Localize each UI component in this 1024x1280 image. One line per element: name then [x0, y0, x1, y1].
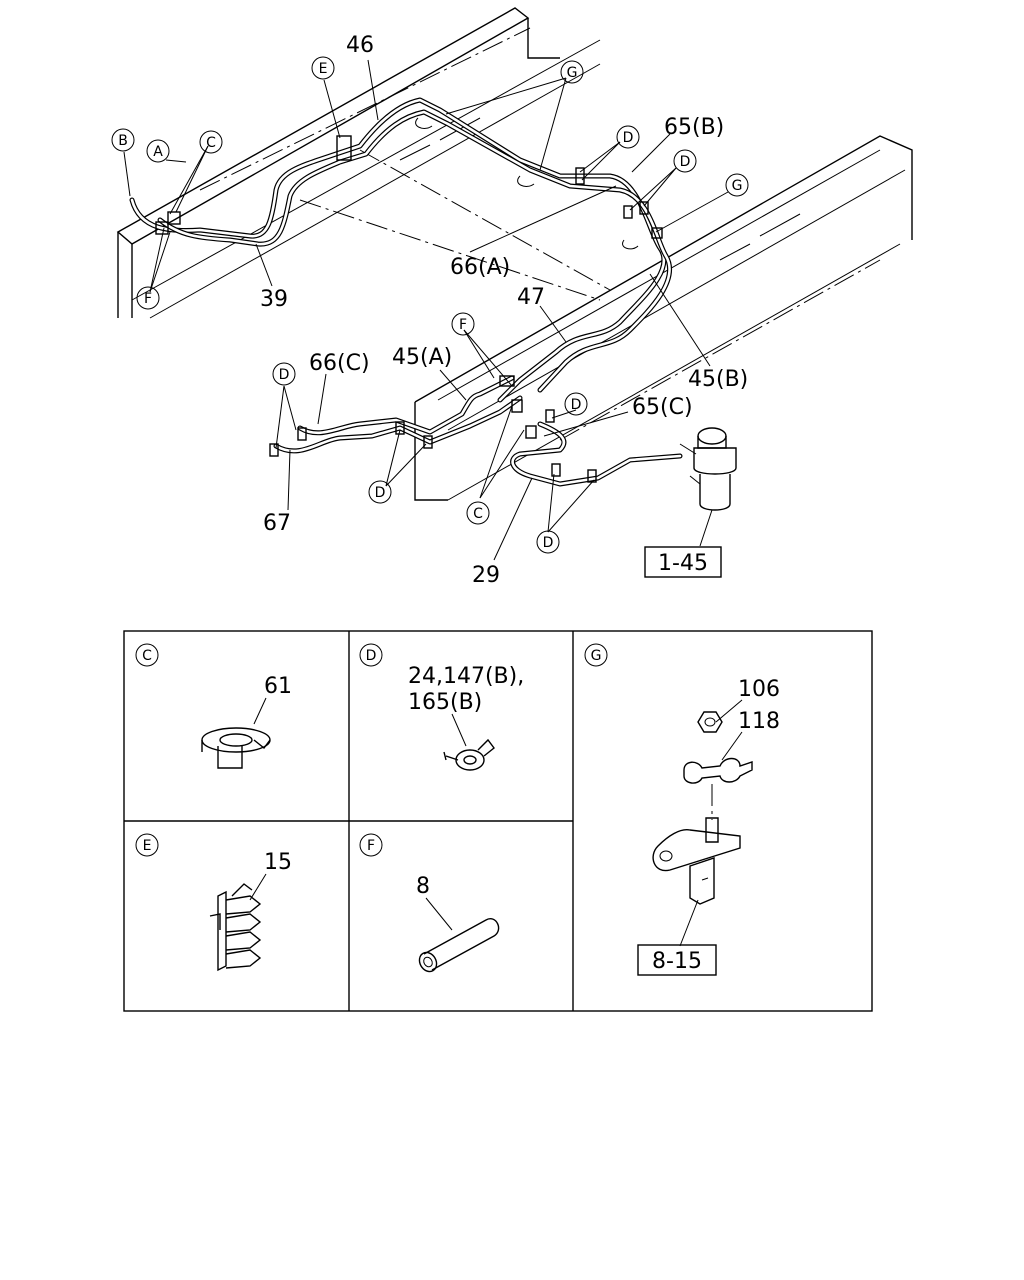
letter-d-marker: D: [272, 362, 296, 386]
detail-panel-d: D 24,147(B), 165(B): [359, 643, 524, 771]
callout-1-45: 1-45: [658, 551, 708, 576]
letter-b-marker: B: [111, 128, 135, 152]
part-106-label: 106: [738, 677, 780, 702]
detail-panel-f: F 8: [359, 833, 500, 973]
part-callouts: 46 65(B) 66(A) 39 47 66(C) 45(A) 45(B) 6…: [260, 33, 748, 588]
ref-box-1-45: [644, 546, 722, 578]
letter-c-marker: C: [466, 501, 490, 525]
detail-panels: C 61 D 24,147(B), 165(B): [123, 630, 873, 1012]
callout-67: 67: [263, 511, 291, 536]
clip-block-e: [336, 135, 352, 161]
brake-pipe-bundle: [129, 97, 683, 487]
svg-text:A: A: [153, 144, 163, 160]
svg-text:E: E: [319, 61, 328, 77]
panel-c-letter: C: [142, 648, 152, 664]
svg-text:D: D: [680, 154, 691, 170]
svg-text:C: C: [473, 506, 483, 522]
detail-panel-g: G 106 118 8-15: [584, 643, 780, 976]
part-8-label: 8: [416, 874, 430, 899]
leader-lines: [123, 59, 729, 561]
svg-text:B: B: [118, 133, 128, 149]
letter-c-marker: C: [199, 130, 223, 154]
callout-46: 46: [346, 33, 374, 58]
callout-66a: 66(A): [450, 255, 510, 280]
letter-d-marker: D: [673, 149, 697, 173]
callout-45a: 45(A): [392, 345, 452, 370]
part-118-label: 118: [738, 709, 780, 734]
main-assembly-view: B A C F E G D D G F D D D C D 46 65(B) 6…: [111, 7, 913, 588]
callout-39: 39: [260, 287, 288, 312]
letter-d-marker: D: [536, 530, 560, 554]
svg-text:G: G: [567, 65, 578, 81]
panel-g-letter: G: [591, 648, 602, 664]
multi-clip-15-drawing: [209, 883, 262, 972]
right-frame-rail: [414, 135, 913, 501]
letter-g-marker: G: [560, 60, 584, 84]
pipe-clips: [155, 117, 663, 483]
letter-f-marker: F: [136, 286, 160, 310]
callout-29: 29: [472, 563, 500, 588]
letter-markers: B A C F E G D D G F D D D C D: [111, 56, 749, 554]
clip-61-drawing: [201, 727, 271, 769]
letter-d-marker: D: [564, 392, 588, 416]
upper-frame-rail: [116, 7, 611, 319]
svg-text:D: D: [375, 485, 386, 501]
ref-box-8-15: [637, 944, 717, 976]
callout-65c: 65(C): [632, 395, 693, 420]
svg-text:D: D: [623, 130, 634, 146]
letter-a-marker: A: [146, 139, 170, 163]
letter-f-marker: F: [451, 312, 475, 336]
svg-text:D: D: [571, 397, 582, 413]
svg-text:F: F: [144, 291, 152, 307]
bracket-assembly-drawing: [652, 711, 753, 905]
callout-8-15: 8-15: [652, 949, 702, 974]
callout-66c: 66(C): [309, 351, 370, 376]
letter-g-marker: G: [725, 173, 749, 197]
part-15-label: 15: [264, 850, 292, 875]
svg-text:D: D: [279, 367, 290, 383]
callout-65b: 65(B): [664, 115, 724, 140]
hose-clamp-drawing: [443, 738, 495, 771]
letter-d-marker: D: [368, 480, 392, 504]
detail-panel-c: C 61: [135, 643, 292, 769]
part-24-147b-label: 24,147(B),: [408, 664, 524, 689]
svg-text:F: F: [459, 317, 467, 333]
svg-text:G: G: [732, 178, 743, 194]
svg-text:C: C: [206, 135, 216, 151]
letter-d-marker: D: [616, 125, 640, 149]
panel-f-letter: F: [367, 838, 375, 854]
detail-panel-e: E 15: [135, 833, 292, 972]
part-165b-label: 165(B): [408, 690, 482, 715]
letter-e-marker: E: [311, 56, 335, 80]
callout-45b: 45(B): [688, 367, 748, 392]
panel-e-letter: E: [143, 838, 152, 854]
callout-47: 47: [517, 285, 545, 310]
protector-sleeve-8-drawing: [418, 918, 500, 973]
panel-d-letter: D: [366, 648, 377, 664]
svg-text:D: D: [543, 535, 554, 551]
part-61-label: 61: [264, 674, 292, 699]
relay-valve-assembly: [679, 427, 737, 511]
